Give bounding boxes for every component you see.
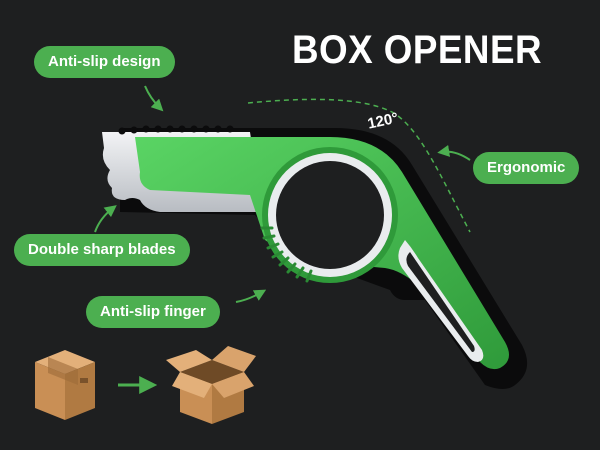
anti-slip-serrations (118, 125, 234, 135)
feature-label-double-sharp-blades: Double sharp blades (14, 234, 190, 266)
ergonomic-curve-indicator (247, 98, 471, 233)
closed-box-icon (35, 350, 95, 420)
arrow-ergonomic (437, 144, 471, 161)
feature-label-ergonomic: Ergonomic (473, 152, 580, 184)
arrow-double-sharp-blades (94, 205, 117, 233)
page-title: BOX OPENER (292, 28, 542, 72)
box-opener-tool (102, 125, 528, 389)
feature-label-anti-slip-design: Anti-slip design (34, 46, 175, 78)
feature-label-anti-slip-finger: Anti-slip finger (86, 296, 220, 328)
open-box-icon (166, 346, 256, 424)
arrow-anti-slip-finger (235, 289, 267, 303)
finger-ridges (260, 226, 313, 283)
arrow-anti-slip-design (144, 85, 164, 112)
